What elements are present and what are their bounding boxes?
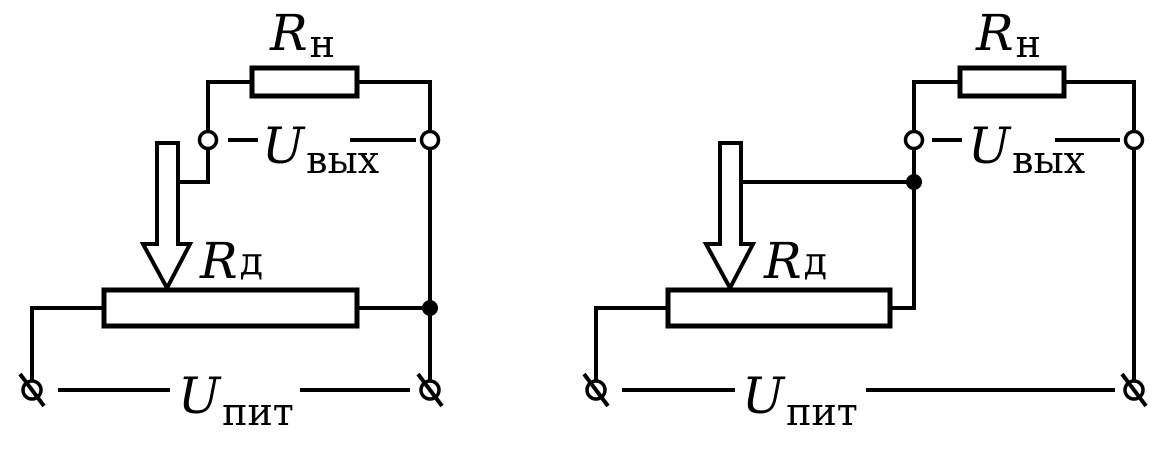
divider-resistor-left (101, 287, 360, 329)
output-terminal-left-a (197, 129, 219, 151)
output-voltage-label-right: Uвых (968, 117, 1085, 182)
output-voltage-label-left: Uвых (262, 117, 379, 182)
junction-dot-left (422, 300, 438, 316)
load-resistor-right (957, 65, 1067, 99)
output-terminal-left-b (419, 129, 441, 151)
supply-terminal-right-b (1120, 372, 1148, 408)
output-terminal-right-b (1123, 129, 1145, 151)
circuit-left: Rн Uвых Rд Uпит (18, 4, 444, 434)
divider-resistor-label-left: Rд (199, 232, 263, 290)
divider-resistor-right (665, 287, 893, 329)
wires-left (30, 80, 432, 392)
divider-resistor-label-right: Rд (763, 232, 827, 290)
supply-terminal-left-a (18, 372, 46, 408)
wires-right (594, 80, 1136, 392)
load-resistor-label-right: Rн (975, 4, 1041, 66)
output-terminal-right-a (903, 129, 925, 151)
circuit-right: Rн Uвых Rд Uпит (582, 4, 1148, 434)
supply-voltage-label-left: Uпит (178, 367, 294, 434)
load-resistor-left (249, 65, 360, 99)
load-resistor-label-left: Rн (269, 4, 335, 66)
supply-terminal-right-a (582, 372, 610, 408)
supply-terminal-left-b (416, 372, 444, 408)
slider-arrow-left (139, 141, 194, 293)
junction-dot-right (906, 174, 922, 190)
supply-voltage-label-right: Uпит (742, 367, 858, 434)
slider-arrow-right (702, 141, 757, 293)
